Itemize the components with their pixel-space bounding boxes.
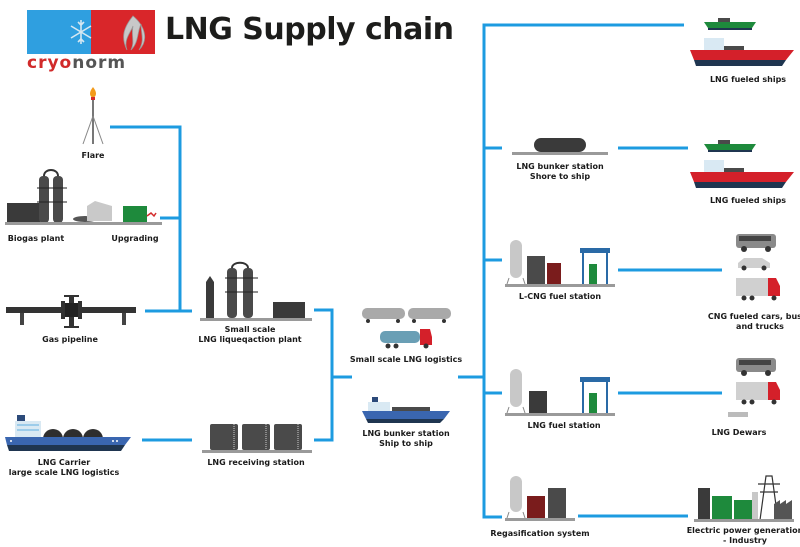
connector-processing-trunk xyxy=(314,308,334,442)
ships-icon xyxy=(690,18,794,66)
liquefaction-plant-icon xyxy=(200,261,312,321)
dewars-label: LNG Dewars xyxy=(711,428,767,437)
bunker-ship-to-ship-label: LNG bunker station Ship to ship xyxy=(362,429,449,449)
bunker-shore-label: LNG bunker station Shore to ship xyxy=(516,162,603,182)
brand-part2: norm xyxy=(72,53,127,73)
liquefaction-label-line2: LNG liqueqaction plant xyxy=(198,335,302,344)
bunker-ship-label-line2: Ship to ship xyxy=(379,439,433,448)
receiving-label: LNG receiving station xyxy=(207,458,305,467)
bunker-ship-icon xyxy=(362,397,450,423)
biogas-plant-icon xyxy=(5,169,120,225)
ships-icon-2 xyxy=(690,140,794,188)
lng-carrier-label: LNG Carrier large scale LNG logistics xyxy=(9,458,120,478)
flare-icon xyxy=(82,87,104,145)
regas-label: Regasification system xyxy=(490,529,590,538)
cng-vehicles-label-line1: CNG fueled cars, buses xyxy=(707,312,800,321)
lng-carrier-label-line2: large scale LNG logistics xyxy=(8,468,120,477)
lng-station-label: LNG fuel station xyxy=(527,421,601,430)
rail-and-truck-tanker-icon xyxy=(362,308,451,349)
storage-tanks-icon xyxy=(202,424,312,453)
vehicles-icon xyxy=(736,234,780,301)
cryonorm-wordmark: cryonorm xyxy=(27,53,155,73)
snowflake-icon xyxy=(70,20,92,44)
lcng-station-label: L-CNG fuel station xyxy=(518,292,602,301)
bunker-tank-icon xyxy=(512,138,608,155)
cryonorm-logo xyxy=(27,10,155,54)
power-label: Electric power generation - Industry xyxy=(687,526,800,546)
flare-label: Flare xyxy=(81,151,105,160)
ships-2-label: LNG fueled ships xyxy=(709,196,787,205)
bus-truck-dewar-icon xyxy=(728,358,780,417)
bunker-ship-label-line1: LNG bunker station xyxy=(362,429,450,438)
pipeline-valve-icon xyxy=(6,295,136,328)
cng-vehicles-label: CNG fueled cars, buses and trucks xyxy=(708,312,800,332)
lng-carrier-label-line1: LNG Carrier xyxy=(37,458,91,467)
ships-1-label: LNG fueled ships xyxy=(709,75,787,84)
upgrading-tank-icon xyxy=(118,206,162,225)
lng-carrier-ship-icon xyxy=(5,415,131,451)
power-label-line1: Electric power generation xyxy=(686,526,800,535)
lng-station-icon xyxy=(505,369,615,416)
page-title: LNG Supply chain xyxy=(165,12,454,47)
liquefaction-label: Small scale LNG liqueqaction plant xyxy=(198,325,301,345)
power-label-line2: - Industry xyxy=(723,536,767,545)
upgrading-label: Upgrading xyxy=(111,234,159,243)
liquefaction-label-line1: Small scale xyxy=(224,325,276,334)
gas-pipeline-label: Gas pipeline xyxy=(42,335,98,344)
power-plant-icon xyxy=(694,475,794,522)
cng-vehicles-label-line2: and trucks xyxy=(736,322,784,331)
lcng-station-icon xyxy=(505,240,615,287)
regasification-icon xyxy=(505,476,575,521)
connector-distribution-trunk xyxy=(482,23,684,519)
bunker-shore-label-line1: LNG bunker station xyxy=(516,162,604,171)
biogas-plant-label: Biogas plant xyxy=(7,234,65,243)
brand-part1: cryo xyxy=(27,53,73,73)
flame-icon xyxy=(123,15,146,51)
bunker-shore-label-line2: Shore to ship xyxy=(529,172,591,181)
small-scale-logistics-label: Small scale LNG logistics xyxy=(349,355,463,364)
